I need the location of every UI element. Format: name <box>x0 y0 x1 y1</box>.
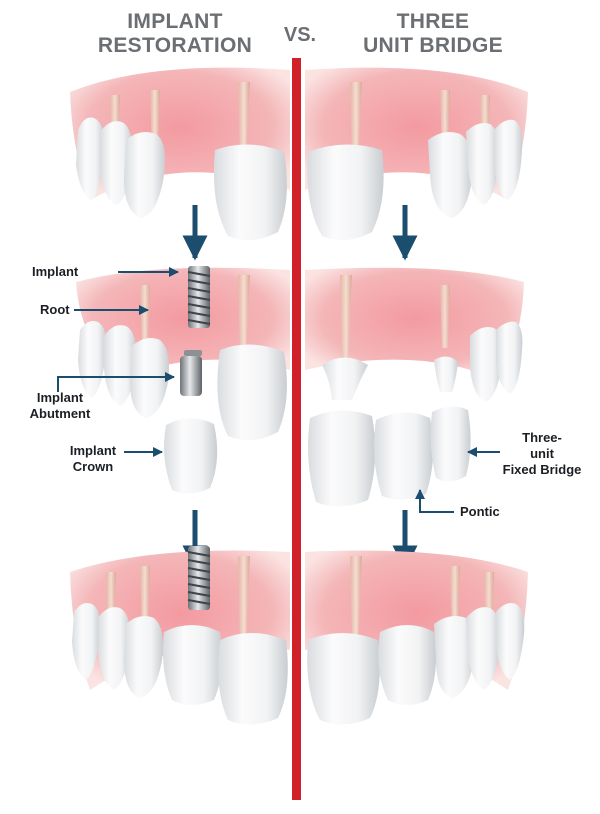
pontic-tooth <box>378 625 436 705</box>
label-line: Abutment <box>29 406 91 421</box>
label-line: Three- <box>522 430 562 445</box>
pontic-label: Pontic <box>460 504 500 519</box>
tooth <box>494 119 523 200</box>
tooth-root <box>440 285 450 348</box>
tooth-root <box>350 82 362 155</box>
tooth-root <box>350 556 362 640</box>
row1-left-arch <box>70 67 290 241</box>
implant-crown <box>163 625 222 705</box>
title-line: RESTORATION <box>97 34 253 57</box>
tooth <box>104 325 137 406</box>
tooth <box>466 123 499 205</box>
bridge-crown <box>307 633 380 725</box>
tooth <box>213 144 287 241</box>
implant-abutment <box>180 350 202 396</box>
three-unit-fixed-bridge-label: Three- unit Fixed Bridge <box>494 430 590 478</box>
row3-right-arch <box>305 550 528 725</box>
row2-left-arch <box>76 266 290 494</box>
tooth-root <box>238 82 250 155</box>
implant-screw <box>187 266 211 328</box>
tooth <box>76 117 104 200</box>
label-line: Crown <box>72 459 114 474</box>
label-line: Implant <box>69 443 117 458</box>
implant-screw <box>187 546 211 610</box>
title-line: UNIT BRIDGE <box>363 34 503 57</box>
tooth-root <box>140 566 150 630</box>
tooth <box>470 327 503 402</box>
tooth <box>218 633 288 725</box>
row3-left-arch <box>70 546 290 725</box>
tooth <box>124 616 163 698</box>
title-line: THREE <box>396 10 470 33</box>
implant-crown <box>164 418 218 494</box>
bridge-crown <box>308 410 376 507</box>
prepared-tooth <box>434 356 458 392</box>
tooth-root <box>340 275 352 360</box>
tooth <box>124 132 165 218</box>
three-unit-bridge-title: THREE UNIT BRIDGE <box>318 10 548 58</box>
prepared-tooth <box>322 357 368 400</box>
label-line: Implant <box>36 390 84 405</box>
tooth-root <box>238 556 250 640</box>
implant-restoration-title: IMPLANT RESTORATION <box>60 10 290 58</box>
gum <box>305 267 524 380</box>
tooth <box>496 321 523 394</box>
leader-lines <box>57 267 500 513</box>
three-unit-bridge <box>308 406 471 507</box>
implant-crown-label: Implant Crown <box>62 443 124 475</box>
tooth <box>466 607 501 690</box>
label-line: Fixed Bridge <box>502 462 582 477</box>
bridge-crown <box>434 616 475 698</box>
tooth-root <box>140 285 150 345</box>
tooth <box>78 321 107 398</box>
tooth <box>428 132 473 218</box>
tooth <box>217 344 287 441</box>
root-label: Root <box>40 302 70 317</box>
tooth <box>496 603 525 680</box>
pontic-tooth <box>374 412 434 500</box>
implant-abutment-label: Implant Abutment <box>24 390 96 422</box>
title-line: IMPLANT <box>127 10 223 33</box>
label-line: unit <box>530 446 554 461</box>
tooth <box>98 607 131 690</box>
row2-right-arch <box>305 267 524 507</box>
bridge-crown <box>430 406 471 482</box>
row1-right-arch <box>305 67 528 241</box>
tooth-root <box>238 275 250 355</box>
tooth <box>307 144 384 241</box>
tooth-root <box>450 566 460 630</box>
tooth <box>72 603 101 680</box>
red-divider-line <box>292 58 301 800</box>
versus-label: VS. <box>283 24 317 46</box>
implant-label: Implant <box>32 264 79 279</box>
